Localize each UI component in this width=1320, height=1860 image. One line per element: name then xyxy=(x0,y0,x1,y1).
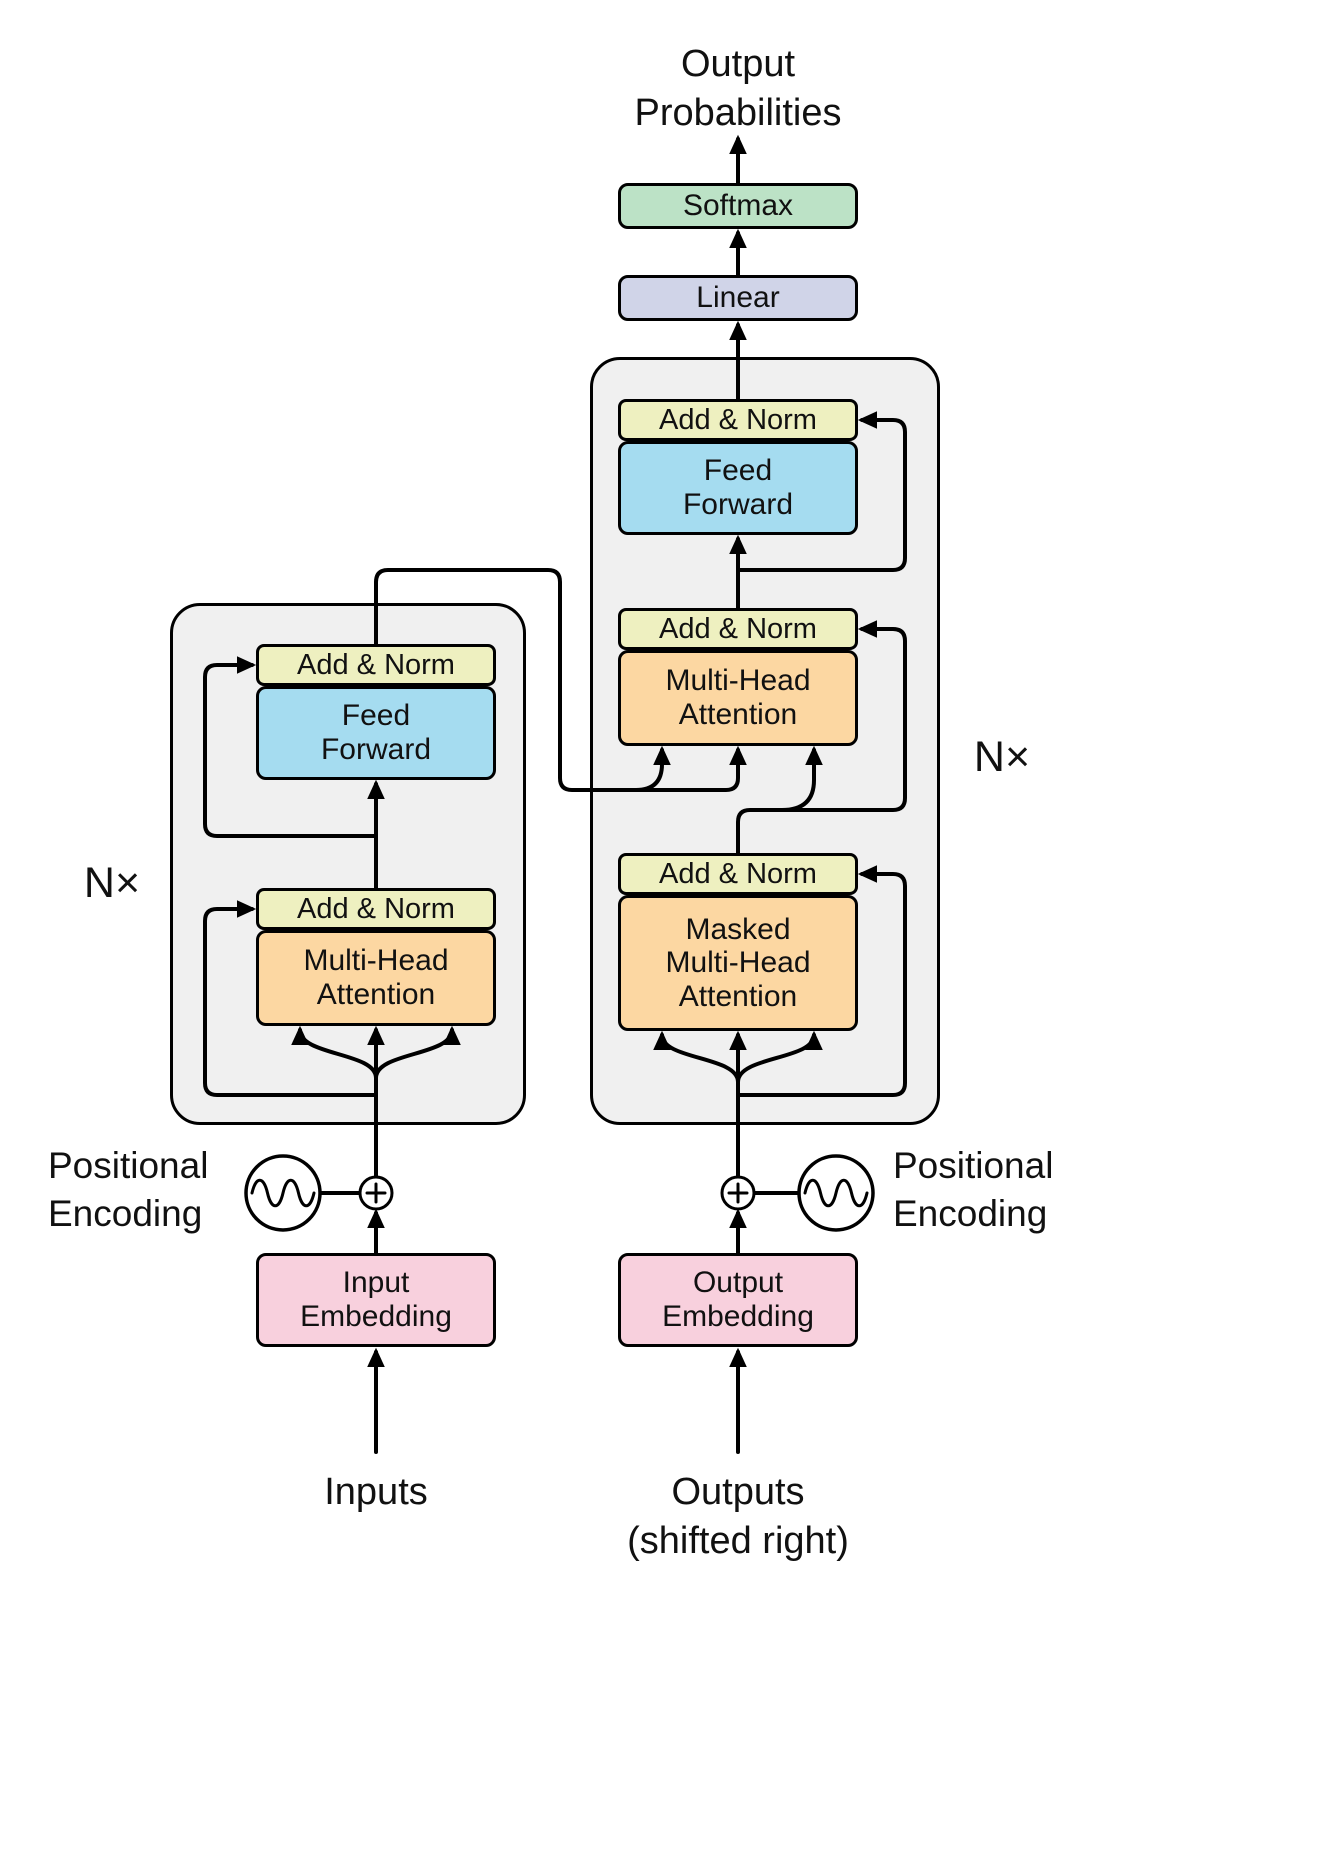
encoder-multi-head-attention-box: Multi-Head Attention xyxy=(256,930,496,1026)
positional-encoding-left-icon xyxy=(244,1154,362,1232)
encoder-add-norm-ff-box: Add & Norm xyxy=(256,644,496,686)
decoder-add-norm-masked-attention-box: Add & Norm xyxy=(618,853,858,895)
positional-encoding-right-label: Positional Encoding xyxy=(893,1145,1054,1235)
add-plus-right-icon xyxy=(720,1175,756,1211)
add-plus-left-icon xyxy=(358,1175,394,1211)
output-embedding-box: Output Embedding xyxy=(618,1253,858,1347)
encoder-flow-lines xyxy=(203,568,747,1454)
encoder-add-norm-attention-box: Add & Norm xyxy=(256,888,496,930)
decoder-add-norm-ff-box: Add & Norm xyxy=(618,399,858,441)
encoder-feed-forward-box: Feed Forward xyxy=(256,686,496,780)
encoder-n-times-label: N× xyxy=(83,859,141,907)
decoder-multi-head-attention-box: Multi-Head Attention xyxy=(618,650,858,746)
inputs-label: Inputs xyxy=(324,1471,428,1513)
softmax-box: Softmax xyxy=(618,183,858,229)
decoder-flow-lines xyxy=(653,134,907,1454)
positional-encoding-right-icon xyxy=(752,1154,875,1232)
decoder-feed-forward-box: Feed Forward xyxy=(618,441,858,535)
input-embedding-box: Input Embedding xyxy=(256,1253,496,1347)
decoder-masked-multi-head-attention-box: Masked Multi-Head Attention xyxy=(618,895,858,1031)
positional-encoding-left-label: Positional Encoding xyxy=(48,1145,209,1235)
decoder-n-times-label: N× xyxy=(973,733,1031,781)
linear-box: Linear xyxy=(618,275,858,321)
outputs-shifted-right-label: Outputs (shifted right) xyxy=(627,1471,849,1563)
decoder-add-norm-cross-attention-box: Add & Norm xyxy=(618,608,858,650)
output-probabilities-label: Output Probabilities xyxy=(634,43,842,135)
